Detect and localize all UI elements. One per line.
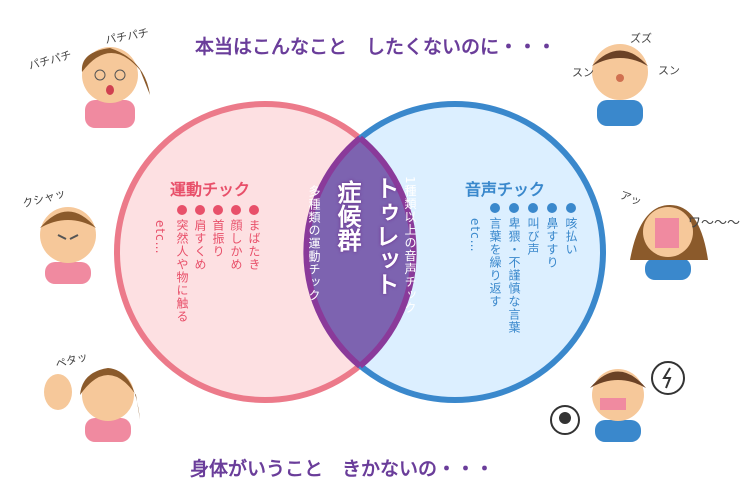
overlap-border-left (358, 135, 417, 369)
swearing-boy-illustration (550, 361, 685, 442)
sfx-sniff-2: ズズ (630, 32, 652, 45)
bullet-icon (249, 205, 259, 215)
vocal-item: 言葉を繰り返す (486, 203, 503, 308)
bullet-icon (177, 205, 187, 215)
sfx-shout-2: ワ〜〜〜 (688, 216, 741, 231)
sniffing-boy-illustration (592, 44, 648, 126)
overlap-border-right (303, 135, 362, 369)
bullet-icon (490, 203, 500, 213)
criteria-motor: 多種類の運動チック (307, 185, 321, 302)
sfx-sniff-3: スン (658, 64, 680, 77)
syndrome-title-line1: トゥレット (371, 176, 399, 296)
motor-item: 顔しかめ (227, 205, 244, 271)
criteria-vocal: 1種類以上の音声チック (403, 176, 417, 315)
syndrome-title-line2: 症候群 (333, 180, 361, 252)
vocal-etc: etc… (468, 218, 482, 253)
vocal-item: 鼻すすり (543, 203, 560, 269)
touching-girl-illustration (44, 368, 140, 442)
vocal-item: 咳払い (562, 203, 579, 256)
motor-item: 肩すくめ (191, 205, 208, 271)
vocal-item: 卑猥・不謹慎な言葉 (505, 203, 522, 334)
bottom-heading: 身体がいうこと きかないの・・・ (190, 458, 495, 480)
bullet-icon (195, 205, 205, 215)
sneezing-boy-illustration (40, 207, 96, 284)
vocal-item: 叫び声 (524, 203, 541, 256)
bullet-icon (566, 203, 576, 213)
motor-item: 突然人や物に触る (173, 205, 190, 323)
overlap-region (307, 104, 413, 400)
motor-tic-title: 運動チック (170, 180, 251, 199)
sfx-sniff-1: スン (572, 66, 594, 79)
vocal-tic-title: 音声チック (465, 180, 546, 199)
motor-item: 首振り (209, 205, 226, 258)
blinking-girl-illustration (81, 47, 150, 128)
top-heading: 本当はこんなこと したくないのに・・・ (195, 36, 557, 58)
motor-etc: etc… (153, 220, 167, 255)
bullet-icon (509, 203, 519, 213)
shouting-girl-illustration (630, 205, 708, 280)
bullet-icon (231, 205, 241, 215)
motor-item: まばたき (245, 205, 262, 271)
bullet-icon (213, 205, 223, 215)
bullet-icon (547, 203, 557, 213)
bullet-icon (528, 203, 538, 213)
